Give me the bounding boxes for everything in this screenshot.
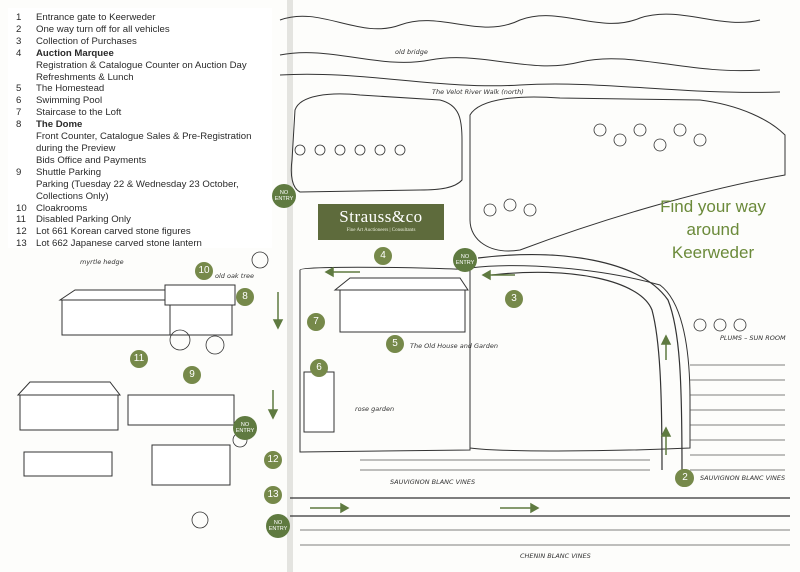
legend-item-text: Swimming Pool xyxy=(36,95,103,107)
title-line-1: Find your way xyxy=(660,197,766,216)
map-marker-5: 5 xyxy=(386,335,404,353)
legend-item-detail: Parking (Tuesday 22 & Wednesday 23 Octob… xyxy=(36,178,239,202)
map-marker-2: 2 xyxy=(676,469,694,487)
scattered-trees xyxy=(169,123,747,529)
title-line-3: Keerweder xyxy=(671,243,755,262)
legend-item-number: 8 xyxy=(16,119,22,131)
legend-item: 5 The Homestead xyxy=(16,83,264,95)
label-plums: PLUMS – SUN ROOM xyxy=(720,334,786,342)
road xyxy=(290,254,790,517)
legend-item-text: The Homestead xyxy=(36,83,105,95)
buildings xyxy=(16,277,469,486)
legend-item: 9 Shuttle Parking xyxy=(16,167,264,179)
legend-item-number: 9 xyxy=(16,166,22,178)
legend-item: 11 Disabled Parking Only xyxy=(16,214,264,226)
logo-tagline: Fine Art Auctioneers | Consultants xyxy=(346,228,416,233)
legend-item-text: Auction Marquee xyxy=(36,47,114,59)
legend-item: 1 Entrance gate to Keerweder xyxy=(16,12,264,24)
label-sauvignon-1: SAUVIGNON BLANC VINES xyxy=(700,474,786,482)
legend-item-number: 1 xyxy=(16,12,22,23)
vine-rows xyxy=(300,364,790,546)
legend-item-number: 7 xyxy=(16,107,22,119)
legend-item-text: Collection of Purchases xyxy=(36,35,137,47)
no-entry-label: NO ENTRY xyxy=(455,253,475,267)
legend-item: 3 Collection of Purchases xyxy=(16,36,264,48)
map-legend: 1 Entrance gate to Keerweder 2 One way turn… xyxy=(8,8,272,250)
no-entry-sign: NO ENTRY xyxy=(272,184,296,208)
map-marker-8: 8 xyxy=(236,288,254,306)
legend-item-number: 2 xyxy=(16,23,22,35)
label-rose-garden: rose garden xyxy=(355,405,395,413)
map-marker-3: 3 xyxy=(505,290,523,308)
label-sauvignon-2: SAUVIGNON BLANC VINES xyxy=(390,478,476,486)
legend-item-text: Lot 662 Japanese carved stone lantern xyxy=(36,238,202,250)
map-marker-12: 12 xyxy=(264,451,282,469)
legend-item-number: 11 xyxy=(16,214,26,226)
legend-item: 10 Cloakrooms xyxy=(16,203,264,215)
legend-item-number: 3 xyxy=(16,35,22,47)
label-river-walk: The Velot River Walk (north) xyxy=(432,88,524,96)
map-title: Find your way around Keerweder xyxy=(630,195,796,264)
legend-item-detail: Bids Office and Payments xyxy=(36,154,147,166)
legend-item-number: 12 xyxy=(16,226,27,238)
legend-item-number: 13 xyxy=(16,238,27,250)
legend-item-text: Disabled Parking Only xyxy=(36,214,131,226)
title-line-2: around xyxy=(686,220,740,239)
map-marker-10: 10 xyxy=(195,262,213,280)
legend-item-number: 10 xyxy=(16,202,27,214)
tree-line xyxy=(279,13,781,93)
legend-item-text: The Dome xyxy=(36,119,83,131)
no-entry-sign: NO ENTRY xyxy=(233,416,257,440)
no-entry-label: NO ENTRY xyxy=(274,189,294,203)
direction-arrows xyxy=(267,266,672,514)
map-marker-7: 7 xyxy=(307,313,325,331)
map-marker-4: 4 xyxy=(374,247,392,265)
legend-item: 12 Lot 661 Korean carved stone figures xyxy=(16,226,264,238)
no-entry-label: NO ENTRY xyxy=(268,519,288,533)
legend-item: 4 Auction Marquee xyxy=(16,48,264,60)
legend-item-detail: Refreshments & Lunch xyxy=(36,71,134,83)
legend-item-text: Cloakrooms xyxy=(36,202,88,214)
map-marker-11: 11 xyxy=(130,350,148,368)
label-chenin: CHENIN BLANC VINES xyxy=(520,552,591,560)
legend-item-text: One way turn off for all vehicles xyxy=(36,23,170,35)
label-myrtle-hedge: myrtle hedge xyxy=(80,258,124,266)
legend-item-text: Staircase to the Loft xyxy=(36,107,122,119)
legend-item-text: Lot 661 Korean carved stone figures xyxy=(36,226,191,238)
no-entry-label: NO ENTRY xyxy=(235,421,255,435)
map-marker-6: 6 xyxy=(310,359,328,377)
map-marker-13: 13 xyxy=(264,486,282,504)
map-marker-9: 9 xyxy=(183,366,201,384)
legend-item-number: 4 xyxy=(16,47,22,59)
legend-item-number: 5 xyxy=(16,83,22,95)
legend-item-text: Shuttle Parking xyxy=(36,166,102,178)
legend-item: 13 Lot 662 Japanese carved stone lantern xyxy=(16,238,264,250)
legend-item-detail: Registration & Catalogue Counter on Auct… xyxy=(36,59,247,71)
legend-item-number: 6 xyxy=(16,95,22,107)
logo-brand: Strauss&co xyxy=(339,207,423,226)
no-entry-sign: NO ENTRY xyxy=(453,248,477,272)
no-entry-sign: NO ENTRY xyxy=(266,514,290,538)
legend-item: 2 One way turn off for all vehicles xyxy=(16,24,264,36)
legend-item: 6 Swimming Pool xyxy=(16,95,264,107)
label-old-oak: old oak tree xyxy=(215,272,254,280)
legend-item-detail: Front Counter, Catalogue Sales & Pre-Reg… xyxy=(36,131,252,154)
legend-item: 7 Staircase to the Loft xyxy=(16,107,264,119)
legend-item: 8 The Dome xyxy=(16,119,264,131)
label-old-bridge: old bridge xyxy=(395,48,428,56)
strauss-logo: Strauss&co Fine Art Auctioneers | Consul… xyxy=(318,204,444,240)
legend-item-text: Entrance gate to Keerweder xyxy=(36,12,156,23)
label-old-house: The Old House and Garden xyxy=(410,342,498,350)
